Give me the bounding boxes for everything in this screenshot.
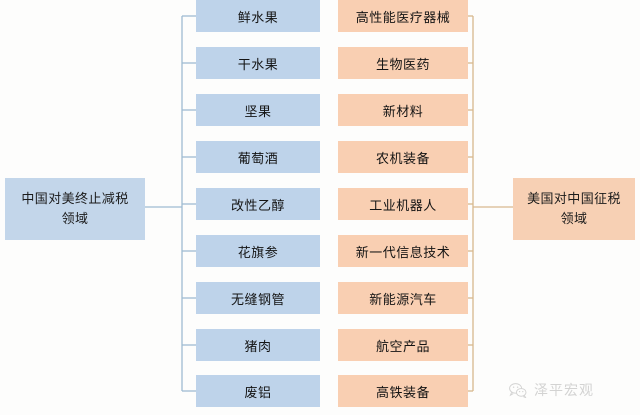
left-item-5: 改性乙醇 [196,188,320,220]
left-item-8: 猪肉 [196,329,320,361]
left-item-2: 干水果 [196,47,320,79]
right-item-4: 农机装备 [338,141,468,173]
left-category-label: 中国对美终止减税领域 [5,178,145,240]
right-item-5: 工业机器人 [338,188,468,220]
left-item-6: 花旗参 [196,235,320,267]
right-item-9: 高铁装备 [338,375,468,407]
watermark: 泽平宏观 [508,380,594,400]
right-item-3: 新材料 [338,94,468,126]
left-item-4: 葡萄酒 [196,141,320,173]
left-item-9: 废铝 [196,375,320,407]
right-category-label: 美国对中国征税领域 [513,178,635,240]
left-item-7: 无缝钢管 [196,282,320,314]
wechat-icon [509,383,527,398]
right-item-8: 航空产品 [338,329,468,361]
watermark-text: 泽平宏观 [534,384,594,399]
right-item-2: 生物医药 [338,47,468,79]
right-item-6: 新一代信息技术 [338,235,468,267]
left-item-1: 鲜水果 [196,0,320,32]
orange-connector-group [468,15,513,392]
left-item-3: 坚果 [196,94,320,126]
right-item-7: 新能源汽车 [338,282,468,314]
right-item-1: 高性能医疗器械 [338,0,468,32]
blue-connector-group [145,15,196,392]
